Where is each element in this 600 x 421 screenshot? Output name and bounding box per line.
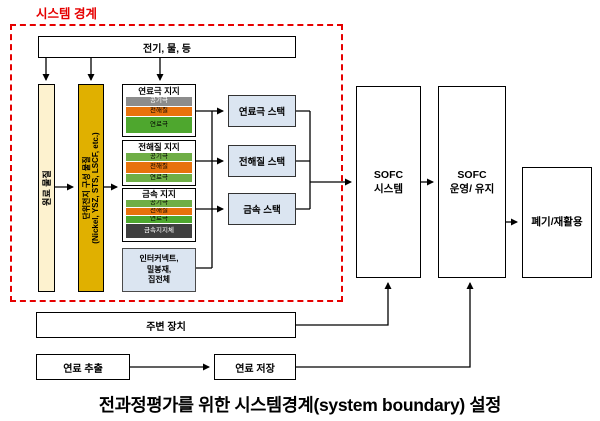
layer-strip-electrolyte: 전해질 bbox=[126, 208, 192, 215]
layer-strip-anode-support: 연료극 bbox=[126, 117, 192, 133]
stack-box-electrolyte: 전해질 스택 bbox=[228, 145, 296, 177]
components-line2: 밀봉재, bbox=[146, 264, 172, 274]
components-line1: 인터커넥트, bbox=[139, 254, 179, 264]
stack-box-metal: 금속 스택 bbox=[228, 193, 296, 225]
unit-cell-label-line2: (Nickel, YSZ, STS, LSCF, etc.) bbox=[91, 132, 100, 244]
cell-box-title: 금속 지지 bbox=[142, 189, 176, 199]
unit-cell-label-line1: 단위전지 구성 물질 bbox=[81, 156, 91, 220]
cell-box-metal-supported: 금속 지지 공기극 전해질 연료극 금속지지체 bbox=[122, 188, 196, 242]
sofc-system-box: SOFC 시스템 bbox=[356, 86, 421, 278]
caption-title: 전과정평가를 위한 시스템경계(system boundary) 설정 bbox=[98, 395, 502, 415]
layer-strip-cathode: 공기극 bbox=[126, 97, 192, 106]
layer-strip-electrolyte: 전해질 bbox=[126, 107, 192, 116]
sofc-operation-box: SOFC 운영/ 유지 bbox=[438, 86, 506, 278]
disposal-recycle-box: 폐기/재활용 bbox=[522, 167, 592, 278]
cell-box-title: 전해질 지지 bbox=[138, 142, 180, 152]
unit-cell-materials-bar: 단위전지 구성 물질 (Nickel, YSZ, STS, LSCF, etc.… bbox=[78, 84, 104, 292]
cell-box-electrolyte-supported: 전해질 지지 공기극 전해질 연료극 bbox=[122, 140, 196, 186]
unit-cell-materials-label: 단위전지 구성 물질 (Nickel, YSZ, STS, LSCF, etc.… bbox=[82, 132, 100, 243]
peripherals-box: 주변 장치 bbox=[36, 312, 296, 338]
layer-strip-electrolyte-support: 전해질 bbox=[126, 162, 192, 173]
layer-strip-metal-support: 금속지지체 bbox=[126, 224, 192, 238]
fuel-storage-box: 연료 저장 bbox=[214, 354, 296, 380]
components-line3: 집전체 bbox=[147, 275, 171, 285]
cell-box-title: 연료극 지지 bbox=[138, 86, 180, 96]
layer-strip-cathode: 공기극 bbox=[126, 153, 192, 161]
interconnect-seal-collector-box: 인터커넥트, 밀봉재, 집전체 bbox=[122, 248, 196, 292]
layer-strip-anode: 연료극 bbox=[126, 174, 192, 182]
sofc-operation-line2: 운영/ 유지 bbox=[449, 183, 495, 195]
utilities-input-box: 전기, 물, 등 bbox=[38, 36, 296, 58]
system-boundary-label: 시스템 경계 bbox=[36, 7, 97, 21]
sofc-operation-line1: SOFC bbox=[457, 168, 487, 181]
sofc-system-line2: 시스템 bbox=[374, 183, 403, 195]
raw-materials-label: 원료 물질 bbox=[41, 170, 52, 206]
stack-box-anode: 연료극 스택 bbox=[228, 95, 296, 127]
fuel-extraction-box: 연료 추출 bbox=[36, 354, 130, 380]
layer-strip-cathode: 공기극 bbox=[126, 200, 192, 207]
raw-materials-bar: 원료 물질 bbox=[38, 84, 55, 292]
system-boundary-dashed-box bbox=[10, 24, 343, 302]
cell-box-anode-supported: 연료극 지지 공기극 전해질 연료극 bbox=[122, 84, 196, 137]
layer-strip-anode: 연료극 bbox=[126, 216, 192, 223]
sofc-system-line1: SOFC bbox=[373, 168, 404, 181]
